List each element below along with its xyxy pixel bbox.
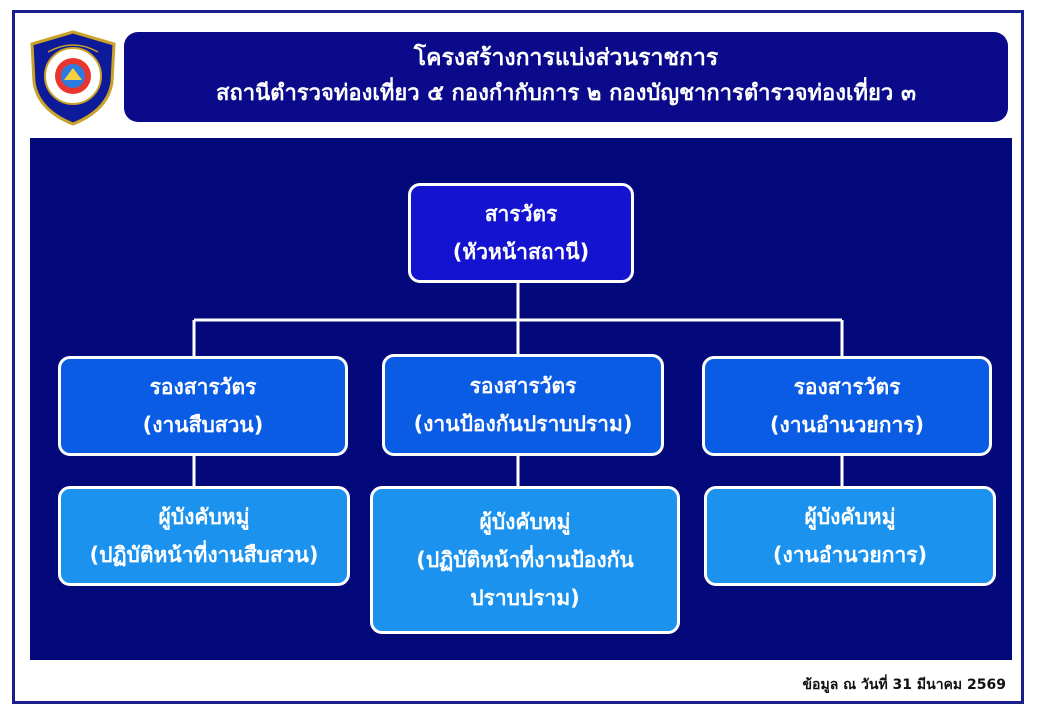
org-box-deputy-investigation: รองสารวัตร (งานสืบสวน) bbox=[58, 356, 348, 456]
org-box-squad-investigation: ผู้บังคับหมู่ (ปฏิบัติหน้าที่งานสืบสวน) bbox=[58, 486, 350, 586]
deputy-unit: (งานสืบสวน) bbox=[142, 413, 264, 437]
deputy-title: รองสารวัตร bbox=[149, 375, 257, 399]
squad-duty: (ปฏิบัติหน้าที่งานป้องกัน bbox=[416, 548, 634, 572]
squad-duty-cont: ปราบปราม) bbox=[470, 586, 580, 610]
org-box-squad-administration: ผู้บังคับหมู่ (งานอำนวยการ) bbox=[704, 486, 996, 586]
squad-duty: (ปฏิบัติหน้าที่งานสืบสวน) bbox=[89, 543, 319, 567]
tourist-police-badge-icon bbox=[30, 30, 116, 126]
org-box-deputy-prevention: รองสารวัตร (งานป้องกันปราบปราม) bbox=[382, 354, 664, 456]
squad-title: ผู้บังคับหมู่ bbox=[158, 505, 250, 529]
org-box-head: สารวัตร (หัวหน้าสถานี) bbox=[408, 183, 634, 283]
squad-duty: (งานอำนวยการ) bbox=[772, 543, 928, 567]
org-chart-area: สารวัตร (หัวหน้าสถานี) รองสารวัตร (งานสื… bbox=[30, 138, 1012, 660]
deputy-title: รองสารวัตร bbox=[793, 375, 901, 399]
page-subtitle: สถานีตำรวจท่องเที่ยว ๕ กองกำกับการ ๒ กอง… bbox=[216, 81, 916, 106]
org-box-head-role: (หัวหน้าสถานี) bbox=[452, 240, 590, 264]
org-box-head-title: สารวัตร bbox=[484, 202, 558, 226]
deputy-unit: (งานอำนวยการ) bbox=[769, 413, 925, 437]
deputy-title: รองสารวัตร bbox=[469, 374, 577, 398]
page-title: โครงสร้างการแบ่งส่วนราชการ bbox=[413, 45, 719, 71]
org-box-deputy-administration: รองสารวัตร (งานอำนวยการ) bbox=[702, 356, 992, 456]
org-box-squad-prevention: ผู้บังคับหมู่ (ปฏิบัติหน้าที่งานป้องกัน … bbox=[370, 486, 680, 634]
deputy-unit: (งานป้องกันปราบปราม) bbox=[413, 412, 633, 436]
data-date-footnote: ข้อมูล ณ วันที่ 31 มีนาคม 2569 bbox=[802, 677, 1006, 693]
org-connector-lines bbox=[192, 283, 844, 486]
page-frame bbox=[12, 10, 1024, 704]
title-banner: โครงสร้างการแบ่งส่วนราชการ สถานีตำรวจท่อ… bbox=[124, 32, 1008, 122]
squad-title: ผู้บังคับหมู่ bbox=[479, 510, 571, 534]
squad-title: ผู้บังคับหมู่ bbox=[804, 505, 896, 529]
